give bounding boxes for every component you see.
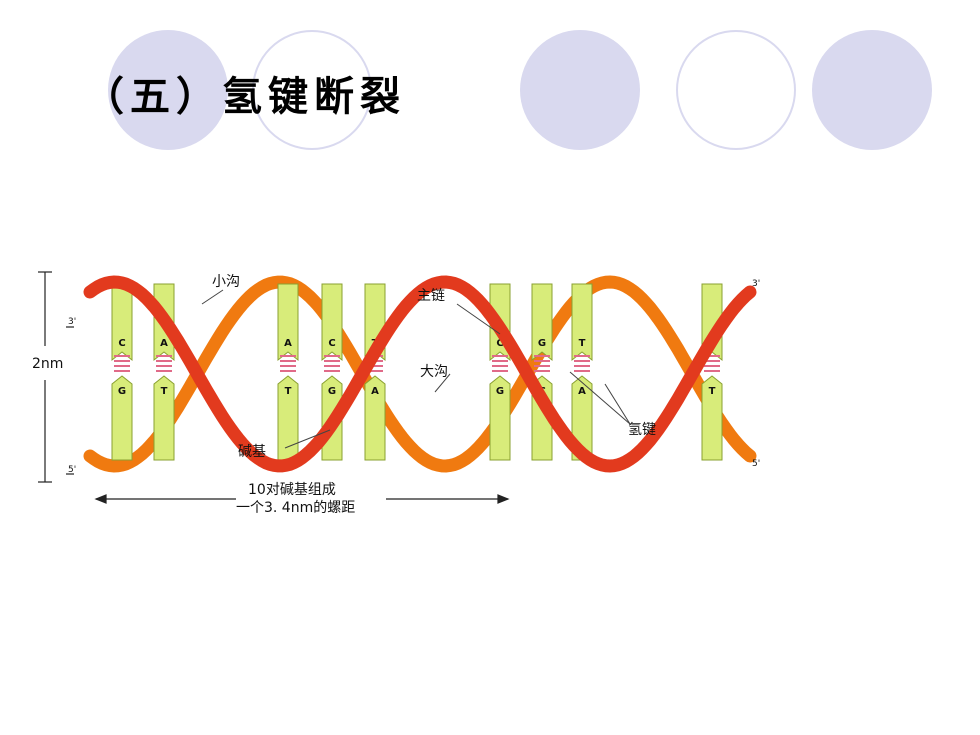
base-letter-bottom: T [161,386,168,397]
base-letter-bottom: G [496,386,504,397]
minor-groove-label: 小沟 [212,274,240,290]
backbone-label: 主链 [417,288,445,304]
base-block-bottom [111,375,133,461]
decor-circle-5 [812,30,932,150]
left-three-prime-label: 3' [68,317,76,327]
base-letter-bottom: T [709,386,716,397]
major-groove-label: 大沟 [420,364,448,380]
base-letter-top: A [284,338,292,349]
base-label: 碱基 [238,443,266,460]
base-letter-top: C [496,338,503,349]
right-three-prime-label: 3' [752,279,760,289]
base-letter-top: T [579,338,586,349]
right-five-prime-label: 5' [752,459,760,469]
callout-lines [201,289,631,449]
width-label: 2nm [32,356,63,372]
base-letter-top: G [538,338,546,349]
base-letter-bottom: T [285,386,292,397]
base-pair-1: CG [111,283,133,461]
base-pair-7: GC [531,283,553,461]
base-pair-9: AT [701,283,723,461]
base-letter-bottom: G [118,386,126,397]
decor-circle-4 [676,30,796,150]
base-letter-bottom: A [578,386,586,397]
pitch-arrow [94,494,510,504]
base-block-bottom [153,375,175,461]
base-block-bottom [701,375,723,461]
hydrogen-bond-label: 氢键 [628,422,656,438]
base-block-bottom [489,375,511,461]
decor-circle-2 [252,30,372,150]
left-five-prime-label: 5' [68,465,76,475]
pitch-label-line2: 一个3. 4nm的螺距 [236,500,355,516]
slide-title: （五）氢键断裂 [84,73,406,120]
width-scale-bar [38,271,74,483]
base-pair-3: AT [277,283,299,461]
base-letter-bottom: A [371,386,379,397]
base-letter-top: A [160,338,168,349]
base-letter-top: C [328,338,335,349]
backbone-strand-front [83,275,757,473]
decor-circle-1 [108,30,228,150]
base-block-bottom [364,375,386,461]
base-letter-top: C [118,338,125,349]
decor-circle-3 [520,30,640,150]
base-letter-bottom: G [328,386,336,397]
pitch-label-line1: 10对碱基组成 [248,481,336,498]
base-pair-8: TA [571,283,593,461]
